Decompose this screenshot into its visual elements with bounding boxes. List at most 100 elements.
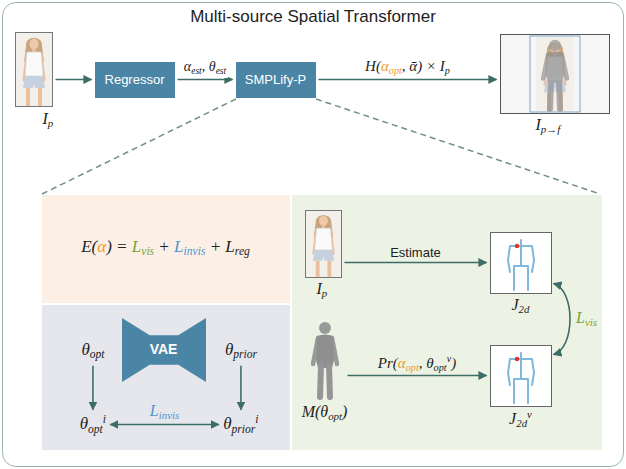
image-label: M(θopt) — [302, 402, 348, 423]
body-model: M(θopt) — [295, 320, 355, 428]
text-run: θ — [81, 340, 89, 359]
text-run: , θ — [202, 59, 216, 74]
theta-label: θopt — [80, 340, 106, 362]
text-run: opt — [90, 349, 105, 362]
text-run: θ — [225, 340, 233, 359]
keypoint-figure — [491, 233, 552, 294]
text-run: ) — [451, 354, 456, 370]
text-run: est — [191, 66, 202, 76]
text-run: H( — [365, 58, 381, 74]
image-frame — [305, 210, 342, 278]
math-label: θopti — [78, 413, 107, 437]
image-frame — [490, 232, 552, 294]
text-run: α — [381, 58, 389, 74]
box-label: SMPLify-P — [245, 72, 306, 88]
text-run: L — [150, 402, 159, 419]
person-photo — [536, 37, 574, 111]
connector — [110, 424, 219, 426]
text-run: i — [255, 413, 258, 426]
text-run: α — [398, 354, 406, 370]
image-label: Ip→f — [536, 115, 561, 136]
keypoint-box: J2d — [490, 232, 552, 316]
text-run: p — [48, 117, 53, 129]
theta-label: θpriori — [222, 413, 260, 437]
text-run: opt — [88, 422, 103, 435]
text-run: L — [132, 237, 141, 256]
body-mesh — [543, 40, 567, 109]
text-run: 2d — [519, 303, 530, 315]
image-label: Ip — [317, 279, 328, 300]
edge-label: αest, θest — [182, 59, 228, 77]
text-run: L — [576, 309, 585, 326]
text-run: v — [447, 353, 452, 364]
body-bbox — [530, 36, 580, 112]
text-run: ) — [342, 403, 347, 420]
vae-block: VAE — [122, 318, 206, 382]
input-image: Ip — [15, 32, 63, 128]
text-run: M(θ — [302, 403, 329, 420]
text-run: p→f — [541, 123, 560, 135]
image-frame — [500, 34, 610, 114]
person-photo — [15, 32, 53, 107]
text-run: I — [43, 110, 48, 127]
text-run: L — [225, 237, 234, 256]
text-run: θ — [223, 414, 231, 433]
grey-panel — [42, 305, 290, 450]
edge-label: Linvis — [148, 401, 181, 422]
text-run: vis — [585, 317, 597, 329]
connector — [319, 79, 497, 81]
text-run: α — [97, 237, 106, 256]
optimizer-box: SMPLify-P — [236, 62, 316, 98]
connector — [92, 366, 94, 410]
connector — [348, 375, 487, 377]
connector — [554, 284, 571, 355]
image-frame — [305, 320, 345, 400]
keypoint-box: J2dv — [490, 345, 552, 431]
text-run: opt — [328, 410, 342, 422]
text-run: α — [184, 59, 191, 74]
person-photo — [305, 210, 342, 278]
energy-panel: E(α) = Lvis + Linvis + Lreg — [42, 195, 290, 303]
math-label: θprior — [223, 340, 258, 362]
text-run: J — [509, 409, 516, 426]
keypoint-figure — [491, 346, 552, 407]
regressor-box: Regressor — [95, 62, 175, 98]
text-run: p — [322, 287, 327, 299]
text-run: prior — [232, 422, 256, 435]
connector — [56, 79, 92, 81]
math-label: θopt — [80, 340, 106, 362]
text-run: invis — [159, 409, 180, 421]
title: Multi-source Spatial Transformer — [3, 7, 623, 27]
text-run: 2d — [516, 417, 527, 429]
edge-label: Estimate — [388, 245, 443, 261]
text-run: prior — [233, 349, 257, 362]
output-ground — [501, 35, 609, 113]
image-label: Ip — [43, 109, 54, 130]
text-run: + — [154, 237, 174, 256]
text-run: opt — [406, 361, 419, 372]
input-image: Ip — [305, 210, 349, 302]
edge-label: H(αopt, ᾱ) × Ip — [363, 57, 452, 77]
math-label: θpriori — [222, 413, 260, 437]
text-run: opt — [389, 65, 402, 76]
image-frame — [490, 345, 552, 407]
text-run: θ — [80, 414, 88, 433]
text-run: p — [445, 65, 450, 76]
text-run: est — [216, 66, 227, 76]
vae-outline — [122, 318, 206, 382]
text-run: I — [536, 116, 541, 133]
image-frame — [15, 32, 53, 107]
text-run: , ᾱ) × I — [402, 58, 445, 74]
text-run: opt — [434, 361, 447, 372]
connector — [178, 79, 233, 81]
output-image: Ip→f — [500, 34, 610, 138]
text-run: , θ — [419, 354, 434, 370]
box-label: E(α) = Lvis + Linvis + Lreg — [81, 237, 250, 259]
box-label: Regressor — [105, 72, 165, 88]
box-label: VAE — [150, 341, 178, 358]
text-run: + — [205, 237, 225, 256]
body-mesh — [313, 322, 337, 397]
text-run: vis — [141, 246, 154, 259]
zoom-line — [42, 99, 236, 194]
